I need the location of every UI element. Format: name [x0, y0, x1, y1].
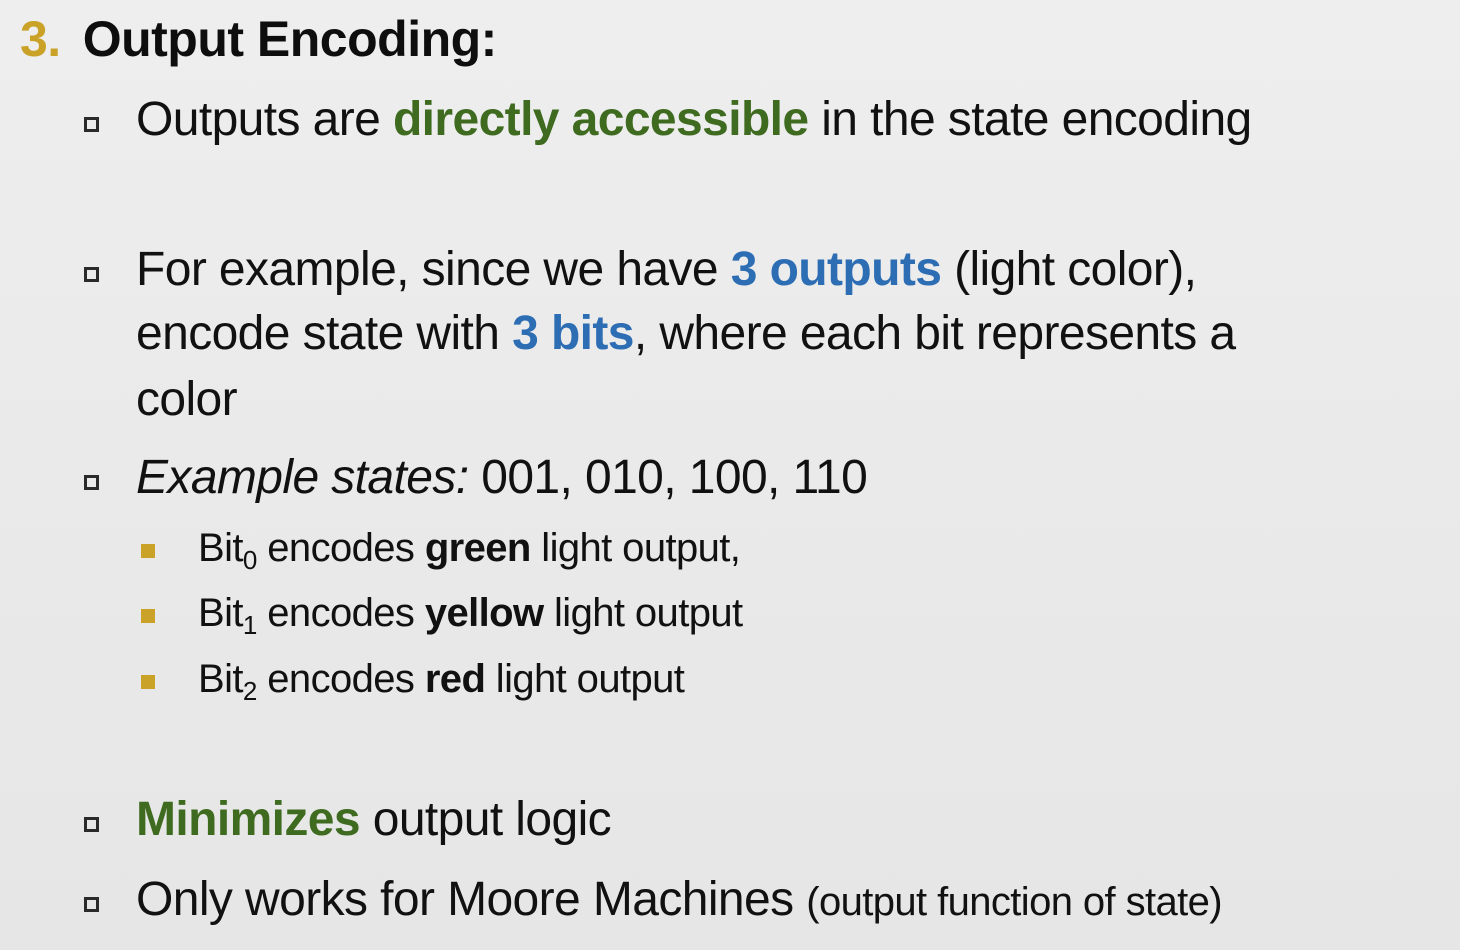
sub-bullet-bit0: Bit0 encodes green light output,	[198, 526, 741, 575]
example-states-values: 001, 010, 100, 110	[468, 451, 868, 504]
bullet-moore-machines: Only works for Moore Machines (output fu…	[136, 873, 1223, 926]
emphasis-minimizes: Minimizes	[136, 793, 361, 846]
bullet-square-icon	[84, 475, 99, 490]
heading-number: 3.	[20, 11, 61, 67]
bullet-square-icon	[84, 267, 99, 282]
bullet-minimizes: Minimizes output logic	[136, 793, 612, 846]
heading-title: Output Encoding:	[82, 11, 498, 67]
sub-bullet-square-icon	[141, 544, 155, 558]
emphasis-3-outputs: 3 outputs	[730, 243, 942, 296]
bullet-square-icon	[84, 117, 99, 132]
moore-parenthetical: (output function of state)	[806, 880, 1223, 924]
bullet-example-line-2: encode state with 3 bits, where each bit…	[136, 307, 1236, 360]
bullet-example-line-1: For example, since we have 3 outputs (li…	[136, 243, 1197, 296]
emphasis-3-bits: 3 bits	[512, 307, 634, 360]
example-states-label: Example states:	[136, 451, 469, 504]
bullet-square-icon	[84, 897, 99, 912]
bullet-direct-access: Outputs are directly accessible in the s…	[136, 93, 1252, 146]
sub-bullet-square-icon	[141, 675, 155, 689]
slide-heading: 3. Output Encoding:	[20, 10, 497, 68]
sub-bullet-bit2: Bit2 encodes red light output	[198, 657, 685, 706]
bullet-example-states: Example states: 001, 010, 100, 110	[136, 446, 868, 510]
bullet-example-line-3: color	[136, 373, 238, 426]
emphasis-directly-accessible: directly accessible	[392, 93, 809, 146]
sub-bullet-square-icon	[141, 609, 155, 623]
sub-bullet-bit1: Bit1 encodes yellow light output	[198, 591, 743, 640]
bullet-square-icon	[84, 817, 99, 832]
